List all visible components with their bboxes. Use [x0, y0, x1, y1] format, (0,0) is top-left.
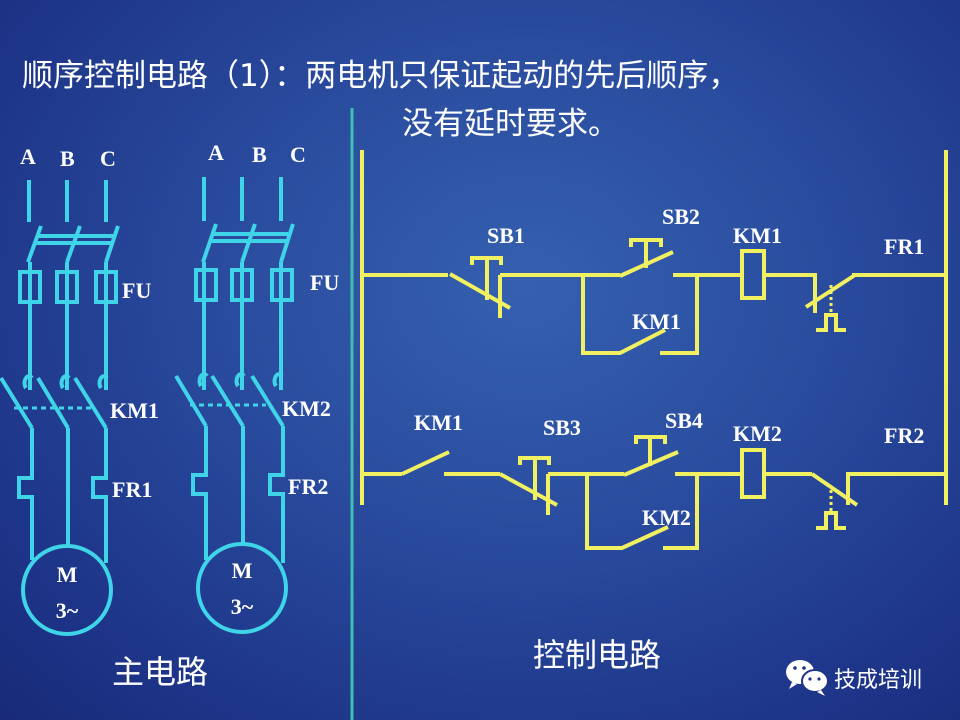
sb3-label: SB3: [543, 415, 581, 440]
relay-label: FR1: [112, 477, 152, 502]
main-circuit-2: A B C FU KM2 FR2 M 3~: [174, 140, 339, 634]
contactor-label: KM2: [282, 396, 331, 421]
title-line-2: 没有延时要求。: [402, 106, 619, 142]
fuses: [194, 262, 294, 390]
phase-label: C: [290, 142, 306, 167]
km2-hold-label: KM2: [642, 505, 691, 530]
title-line-1: 顺序控制电路（1）：两电机只保证起动的先后顺序，: [22, 58, 739, 94]
wechat-icon: [786, 660, 829, 696]
main-circuit-1: A B C FU KM1 FR1 M 3~: [0, 144, 159, 636]
watermark-text: 技成培训: [834, 668, 922, 693]
phase-label: A: [208, 140, 224, 165]
km2-coil-label: KM2: [733, 421, 782, 446]
motor-type: 3~: [231, 594, 254, 619]
sb2-label: SB2: [662, 204, 700, 229]
phase-label: B: [60, 146, 75, 171]
relay-label: FR2: [288, 474, 328, 499]
km1-hold-label: KM1: [632, 309, 681, 334]
motor-type: 3~: [56, 598, 79, 623]
km1-coil-label: KM1: [733, 223, 782, 248]
sb4-label: SB4: [665, 408, 703, 433]
breaker: [26, 180, 120, 263]
motor-2: [196, 542, 288, 634]
fr1-label: FR1: [884, 234, 924, 259]
control-row-2: [362, 435, 946, 550]
motor-label: M: [57, 562, 78, 587]
fr2-label: FR2: [884, 423, 924, 448]
control-circuit-caption: 控制电路: [533, 636, 661, 674]
contactor-km2: [174, 372, 285, 428]
motor-1: [21, 544, 113, 636]
motor-label: M: [232, 558, 253, 583]
phase-label: B: [252, 142, 267, 167]
contactor-label: KM1: [110, 398, 159, 423]
contactor-km1: [0, 374, 109, 430]
main-circuit-caption: 主电路: [112, 653, 208, 691]
fuse-label: FU: [310, 270, 339, 295]
phase-label: C: [100, 146, 116, 171]
overload-relay-fr1: [17, 428, 108, 563]
sb1-label: SB1: [487, 223, 525, 248]
phase-label: A: [20, 144, 36, 169]
fuse-label: FU: [122, 278, 151, 303]
breaker: [201, 177, 295, 263]
control-rails: [360, 150, 948, 505]
control-row-1: [362, 238, 946, 355]
fuses: [18, 262, 118, 390]
overload-relay-fr2: [191, 426, 285, 563]
km1-interlock-label: KM1: [414, 410, 463, 435]
